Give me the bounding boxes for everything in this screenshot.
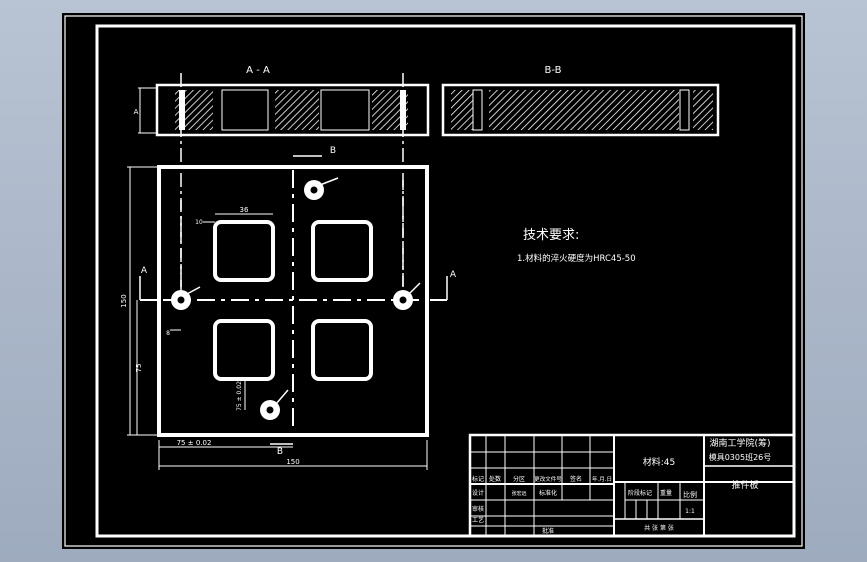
pocket-top-right — [311, 220, 373, 282]
tech-heading: 技术要求: — [523, 228, 579, 243]
section-bb-view — [441, 83, 720, 137]
school-line-1: 湖南工学院(筹) — [709, 437, 770, 449]
title-block — [468, 433, 796, 538]
stage-label: 阶段标记 — [628, 489, 652, 497]
school-line-2: 模具0305班26号 — [709, 452, 772, 462]
rev-cell-count: 处数 — [489, 475, 501, 483]
pocket-top-left — [213, 220, 275, 282]
role-standard: 标准化 — [539, 489, 557, 497]
pocket-bottom-right — [311, 319, 373, 381]
dim-square-offset: 10 — [195, 219, 203, 226]
dim-vertical-small: 75 ± 0.02 — [236, 381, 243, 411]
dimension-lines — [127, 166, 428, 470]
part-name: 推件板 — [731, 479, 758, 491]
section-aa-view: A — [134, 73, 430, 310]
plan-view — [157, 165, 429, 437]
designer-name: 张宏远 — [511, 490, 526, 497]
rev-cell-sign: 签名 — [570, 475, 582, 483]
inner-frame — [95, 24, 796, 538]
rev-cell-mark: 标记 — [472, 475, 484, 483]
section-aa-label: A - A — [246, 65, 270, 76]
dim-square-width: 36 — [240, 206, 249, 214]
cut-marker-b-bottom: B — [277, 447, 283, 457]
section-bb-label: B-B — [545, 65, 562, 76]
rev-cell-zone: 分区 — [513, 475, 525, 483]
dim-bottom-offset: 75 ± 0.02 — [177, 439, 212, 447]
dim-left-height: 150 — [120, 294, 128, 307]
pocket-bottom-left — [213, 319, 275, 381]
rev-cell-date: 年.月.日 — [592, 475, 612, 483]
scale-header: 比例 — [683, 490, 697, 499]
role-approve: 批准 — [542, 527, 554, 535]
dim-left-offset: 75 — [135, 364, 143, 373]
hole-bottom — [260, 389, 289, 420]
rev-cell-doc: 更改文件号 — [534, 475, 562, 483]
cut-marker-a-left: A — [141, 266, 148, 276]
role-design: 设计 — [472, 489, 484, 497]
cut-marker-b-top: B — [330, 146, 336, 156]
role-review: 审核 — [472, 505, 484, 513]
dim-hole-offset: 8 — [166, 330, 170, 337]
outer-frame — [64, 15, 803, 547]
material-label: 材料:45 — [643, 456, 676, 468]
hole-right — [393, 282, 421, 310]
hole-top — [304, 177, 339, 200]
cut-marker-a-right: A — [450, 270, 457, 280]
sheet-info: 共 张 第 张 — [644, 524, 674, 532]
tech-item-1: 1.材料的淬火硬度为HRC45-50 — [517, 253, 636, 264]
scale-value: 1:1 — [685, 508, 695, 515]
weight-header: 重量 — [660, 489, 672, 497]
hole-left — [171, 286, 201, 310]
role-process: 工艺 — [472, 516, 484, 524]
section-aa-thickness-marker: A — [134, 108, 139, 116]
dim-bottom-width: 150 — [286, 458, 299, 466]
